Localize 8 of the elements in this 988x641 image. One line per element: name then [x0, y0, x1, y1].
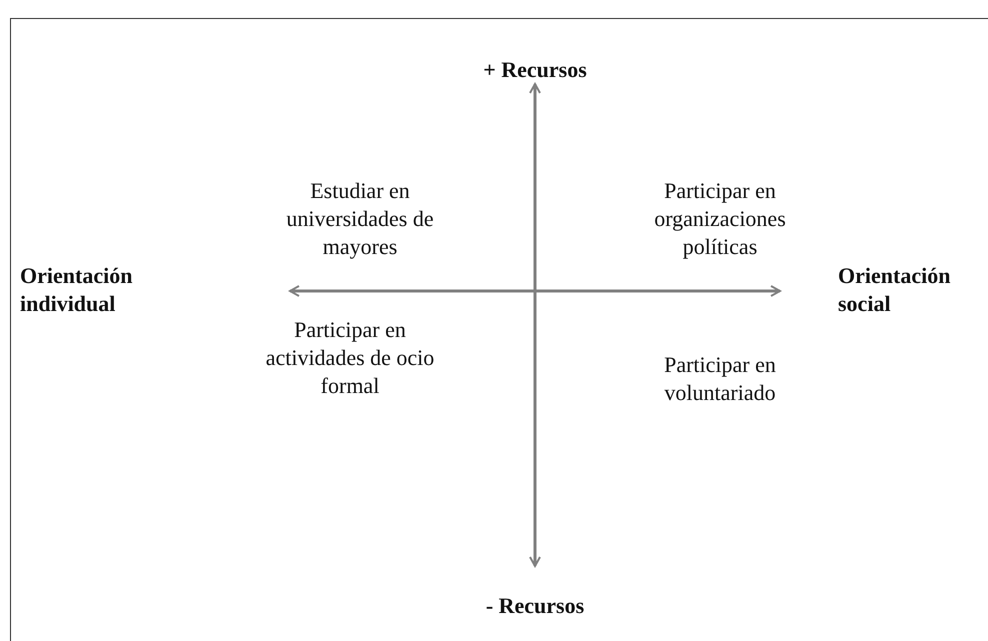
axis-label: - Recursos	[484, 592, 586, 620]
quadrant-label: Participar en voluntariado	[663, 351, 777, 407]
quadrant-label: Participar en actividades de ocio formal	[264, 316, 436, 400]
axis-label: Orientación individual	[20, 262, 134, 318]
axis-label: Orientación social	[838, 262, 952, 318]
quadrant-label: Estudiar en universidades de mayores	[285, 177, 435, 261]
quadrant-label: Participar en organizaciones políticas	[653, 177, 787, 261]
axis-label: + Recursos	[482, 56, 588, 84]
